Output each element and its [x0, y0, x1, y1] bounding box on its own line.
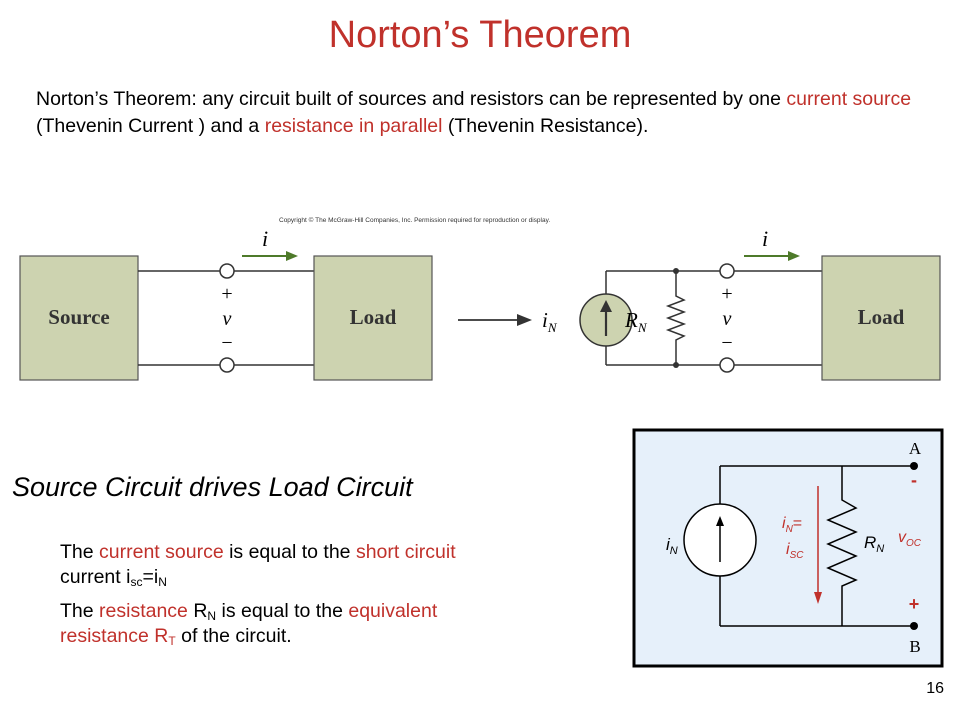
page-number: 16	[926, 680, 944, 697]
norton-equivalent-circuit: A - iN + B RN iN= iSC vOC	[632, 428, 944, 668]
explanation-list: The current source is equal to the short…	[60, 540, 620, 658]
terminal-a-label: A	[909, 439, 922, 458]
short-circuit-current-label: iSC	[786, 541, 804, 561]
source-box	[19, 255, 139, 381]
intro-text-3: (Thevenin Resistance).	[442, 115, 649, 137]
source-arrow-icon	[716, 516, 724, 526]
current-arrowhead-left	[286, 251, 298, 261]
voltage-label-left: v	[223, 308, 232, 330]
current-arrow-down-icon	[814, 592, 822, 604]
terminal-b-polarity: +	[909, 594, 920, 614]
source-load-diagram: Copyright © The McGraw-Hill Companies, I…	[19, 216, 941, 381]
intro-highlight-current-source: current source	[786, 88, 912, 110]
norton-source-arrow-icon	[600, 300, 612, 312]
load-box-left	[313, 255, 433, 381]
terminal-top-left	[219, 263, 235, 279]
load-box-right-label: Load	[858, 305, 905, 329]
terminal-bottom-left	[219, 357, 235, 373]
intro-text-2: (Thevenin Current ) and a	[36, 115, 265, 137]
intro-text-1: Norton’s Theorem: any circuit built of s…	[36, 88, 787, 110]
terminal-b-label: B	[909, 637, 920, 656]
norton-current-label: iN	[542, 308, 558, 335]
terminal-b	[910, 622, 918, 630]
open-circuit-voltage-label: vOC	[898, 529, 922, 549]
terminal-a	[910, 462, 918, 470]
load-box-right	[821, 255, 941, 381]
explanation-item-current: The current source is equal to the short…	[60, 541, 456, 589]
intro-highlight-resistance: resistance in parallel	[264, 115, 443, 137]
source-box-label: Source	[48, 305, 109, 329]
plus-sign-left: +	[221, 283, 232, 305]
intro-paragraph: Norton’s Theorem: any circuit built of s…	[36, 86, 926, 140]
load-box-left-label: Load	[350, 305, 397, 329]
page-title: Norton’s Theorem	[328, 14, 632, 56]
resistor-label: RN	[864, 533, 884, 555]
terminal-top-right	[719, 263, 735, 279]
terminal-bottom-right	[719, 357, 735, 373]
norton-current-label: iN=	[782, 515, 802, 535]
explanation-item-resistance: The resistance RN is equal to the equiva…	[60, 600, 438, 648]
minus-sign-right: −	[721, 332, 732, 354]
copyright-note: Copyright © The McGraw-Hill Companies, I…	[279, 216, 550, 224]
plus-sign-right: +	[721, 283, 732, 305]
voltage-label-right: v	[723, 308, 732, 330]
terminal-a-polarity: -	[911, 470, 917, 490]
current-label-left: i	[262, 226, 268, 251]
parallel-resistor	[826, 466, 858, 626]
transform-arrowhead	[517, 314, 532, 326]
current-label-right: i	[762, 226, 768, 251]
section-subheading: Source Circuit drives Load Circuit	[12, 472, 413, 502]
norton-resistor-label: RN	[624, 308, 648, 335]
source-current-label: iN	[666, 535, 678, 557]
norton-resistor	[665, 271, 687, 365]
current-arrowhead-right	[788, 251, 800, 261]
minus-sign-left: −	[221, 332, 232, 354]
